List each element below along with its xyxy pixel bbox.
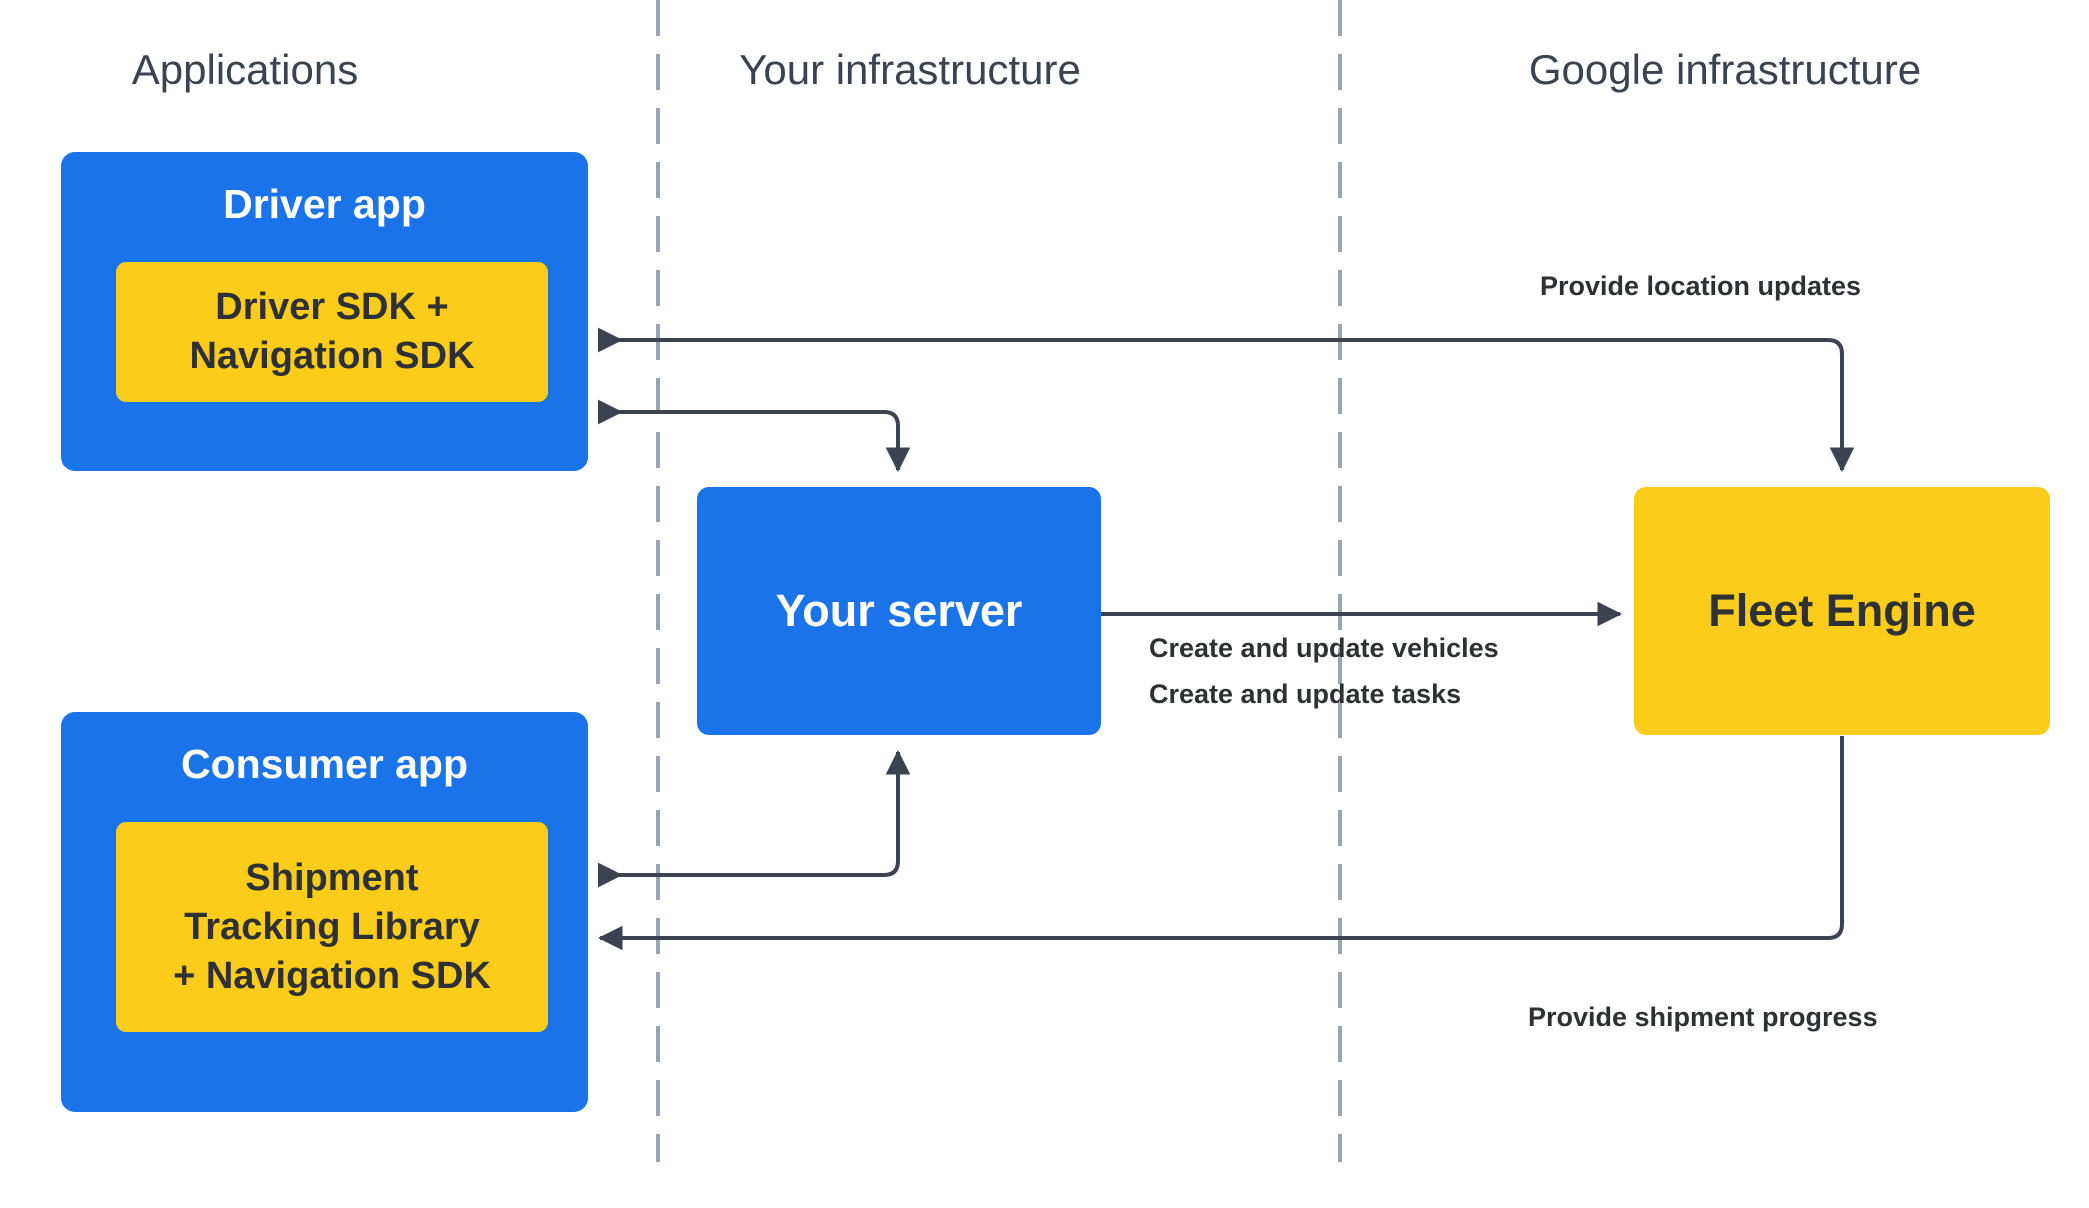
connector-location-updates	[597, 327, 1855, 473]
connector-server-driver-app	[597, 399, 911, 473]
driver-sdk-label: Driver SDK + Navigation SDK	[179, 283, 484, 381]
driver-sdk-line-1: Driver SDK +	[215, 286, 449, 328]
edge-label-create-and-update-tasks: Create and update tasks	[1149, 679, 1462, 709]
node-fleet-engine[interactable]: Fleet Engine	[1634, 487, 2050, 735]
your-server-label: Your server	[775, 585, 1023, 636]
node-driver-sdk[interactable]: Driver SDK + Navigation SDK	[116, 262, 548, 402]
consumer-app-title: Consumer app	[180, 741, 469, 787]
column-heading-google-infrastructure: Google infrastructure	[1528, 46, 1922, 93]
column-heading-applications: Applications	[131, 46, 359, 93]
node-driver-app[interactable]: Driver app Driver SDK + Navigation SDK	[61, 152, 588, 471]
fleet-engine-label: Fleet Engine	[1708, 585, 1976, 636]
node-your-server[interactable]: Your server	[697, 487, 1101, 735]
edge-label-provide-shipment-progress: Provide shipment progress	[1528, 1002, 1878, 1032]
column-heading-your-infrastructure: Your infrastructure	[739, 46, 1081, 93]
connector-shipment-progress	[597, 736, 1844, 951]
connector-server-consumer-app	[597, 749, 911, 888]
consumer-sdk-line-3: + Navigation SDK	[173, 954, 491, 997]
edge-label-create-and-update-vehicles: Create and update vehicles	[1149, 633, 1499, 663]
consumer-sdk-line-1: Shipment	[245, 856, 419, 899]
consumer-sdk-label: Shipment Tracking Library + Navigation S…	[163, 854, 501, 1001]
edge-label-provide-location-updates: Provide location updates	[1540, 271, 1862, 301]
node-consumer-app[interactable]: Consumer app Shipment Tracking Library +…	[61, 712, 588, 1112]
driver-app-title: Driver app	[223, 181, 426, 227]
consumer-sdk-line-2: Tracking Library	[184, 905, 480, 948]
driver-sdk-line-2: Navigation SDK	[189, 335, 475, 377]
node-shipment-tracking-library[interactable]: Shipment Tracking Library + Navigation S…	[116, 822, 548, 1032]
